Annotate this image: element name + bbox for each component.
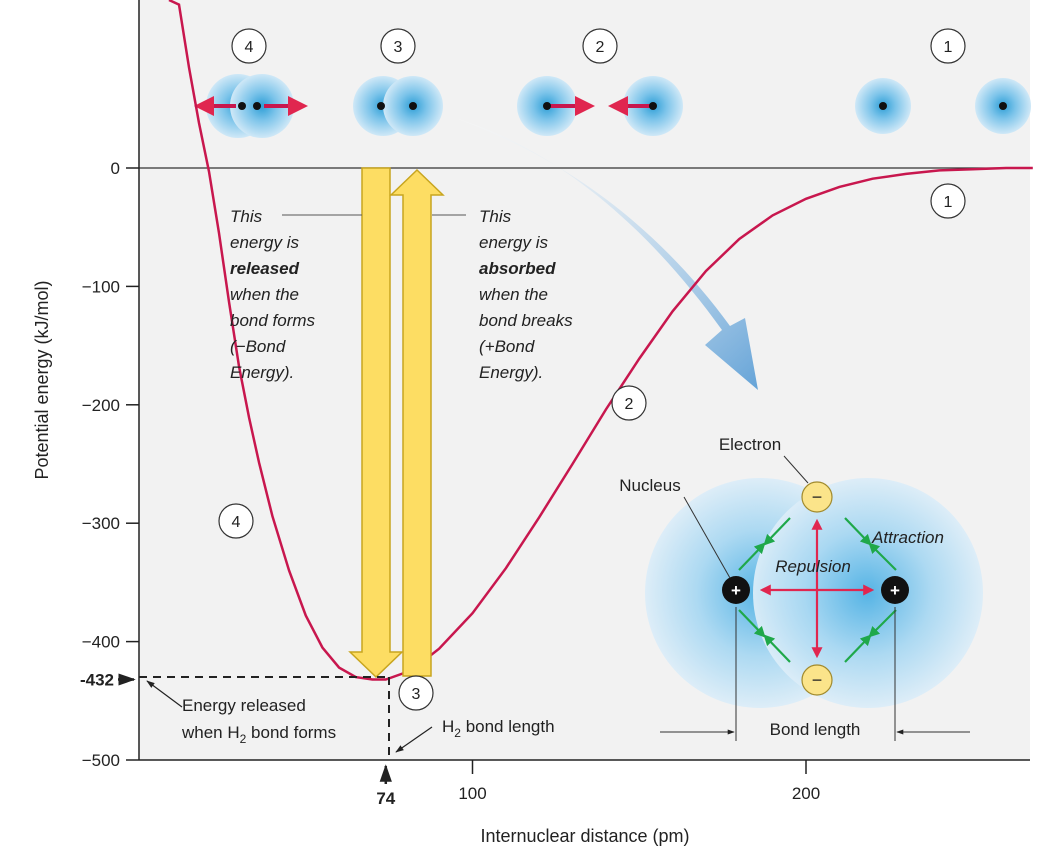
svg-text:2: 2 — [596, 39, 605, 56]
electron-cloud-right — [753, 478, 983, 708]
y-tick-label: -432 — [80, 670, 114, 689]
nucleus-right: + — [881, 576, 909, 604]
x-tick-label: 74 — [376, 789, 395, 808]
y-tick-label: −400 — [82, 633, 120, 652]
nucleus-label-leader — [683, 496, 731, 579]
y-tick-label: −100 — [82, 277, 120, 296]
electron-label: Electron — [719, 435, 781, 454]
y-tick-label: 0 — [111, 159, 120, 178]
atoms-stage-2 — [517, 76, 683, 136]
electron-bottom: − — [801, 664, 833, 696]
svg-text:1: 1 — [944, 194, 953, 211]
h2-bond-inset: + + − − Electron Nucleus Attraction Repu… — [619, 435, 983, 741]
nucleus-left: + — [722, 576, 750, 604]
electron-top: − — [801, 481, 833, 513]
absorbed-energy-arrow — [389, 168, 445, 677]
atoms-stage-1 — [855, 78, 1031, 134]
released-note: This energy is released when the bond fo… — [230, 207, 320, 382]
svg-text:4: 4 — [232, 514, 241, 531]
svg-text:−: − — [812, 670, 823, 690]
atoms-stage-3 — [353, 76, 443, 136]
curve-stage-label-1: 1 — [930, 183, 966, 219]
svg-text:−: − — [812, 487, 823, 507]
bond-length-callout: H2 bond length — [442, 717, 555, 740]
top-stage-labels: 4 3 2 1 — [231, 28, 966, 64]
svg-text:+: + — [731, 581, 741, 600]
bond-length-label: Bond length — [770, 720, 861, 739]
curve-stage-label-3: 3 — [398, 675, 434, 711]
svg-text:3: 3 — [394, 39, 403, 56]
svg-text:3: 3 — [412, 686, 421, 703]
atoms-stage-4 — [194, 74, 308, 138]
x-tick-label: 100 — [458, 784, 486, 803]
attraction-label: Attraction — [871, 528, 944, 547]
energy-released-callout: Energy released when H2 bond forms — [181, 696, 336, 746]
svg-text:1: 1 — [944, 39, 953, 56]
svg-text:2: 2 — [625, 396, 634, 413]
energy-released-pointer — [146, 680, 183, 708]
atom-illustrations — [194, 74, 1031, 138]
bond-length-pointer — [395, 726, 433, 753]
y-tick-label: −300 — [82, 514, 120, 533]
y-tick-label: −500 — [82, 751, 120, 770]
zoom-swoosh-arrow — [455, 118, 758, 390]
top-stage-label-1: 1 — [930, 28, 966, 64]
top-stage-label-4: 4 — [231, 28, 267, 64]
curve-stage-label-2: 2 — [611, 385, 647, 421]
x-axis-title: Internuclear distance (pm) — [480, 826, 689, 846]
top-stage-label-2: 2 — [582, 28, 618, 64]
svg-text:4: 4 — [245, 39, 254, 56]
y-axis-title: Potential energy (kJ/mol) — [32, 280, 52, 479]
curve-stage-label-4: 4 — [218, 503, 254, 539]
x-axis-ticks: 74 100 200 — [376, 760, 820, 808]
curve-stage-labels: 4 3 2 1 — [218, 183, 966, 711]
absorbed-note: This energy is absorbed when the bond br… — [479, 207, 577, 382]
nucleus-label: Nucleus — [619, 476, 680, 495]
attraction-arrows — [738, 517, 897, 663]
top-stage-label-3: 3 — [380, 28, 416, 64]
svg-text:+: + — [890, 581, 900, 600]
released-energy-arrow — [348, 167, 404, 679]
y-axis-ticks: 0 −100 −200 −300 −400 -432 −500 — [80, 159, 139, 770]
electron-label-leader — [783, 455, 809, 484]
repulsion-label: Repulsion — [775, 557, 851, 576]
x-tick-label: 200 — [792, 784, 820, 803]
y-tick-label: −200 — [82, 396, 120, 415]
